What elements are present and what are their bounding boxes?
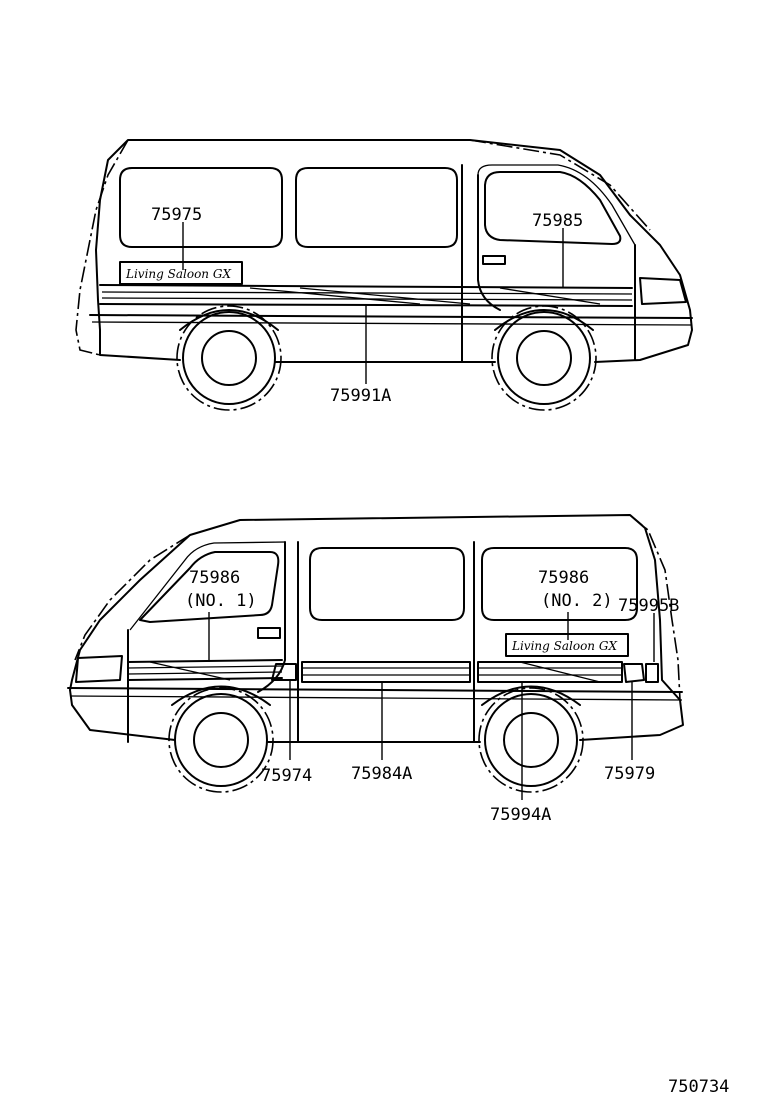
label-75986-no1-sub: (NO. 1) xyxy=(185,591,257,611)
label-75975: 75975 xyxy=(151,205,202,225)
figure-number: 750734 xyxy=(668,1077,729,1097)
upper-van: Living Saloon GX xyxy=(75,139,693,411)
label-75984a: 75984A xyxy=(351,764,412,784)
lower-van: Living Saloon GX xyxy=(67,514,684,800)
label-75986-no2: 75986 xyxy=(538,568,589,588)
label-75994a: 75994A xyxy=(490,805,551,825)
label-75974: 75974 xyxy=(261,766,312,786)
label-75986-no2-sub: (NO. 2) xyxy=(541,591,613,611)
label-75979: 75979 xyxy=(604,764,655,784)
label-75991a: 75991A xyxy=(330,386,391,406)
label-75995b: 75995B xyxy=(618,596,679,616)
label-75985: 75985 xyxy=(532,211,583,231)
upper-emblem-text: Living Saloon GX xyxy=(125,267,231,281)
lower-emblem-text: Living Saloon GX xyxy=(511,639,617,653)
label-75986-no1: 75986 xyxy=(189,568,240,588)
